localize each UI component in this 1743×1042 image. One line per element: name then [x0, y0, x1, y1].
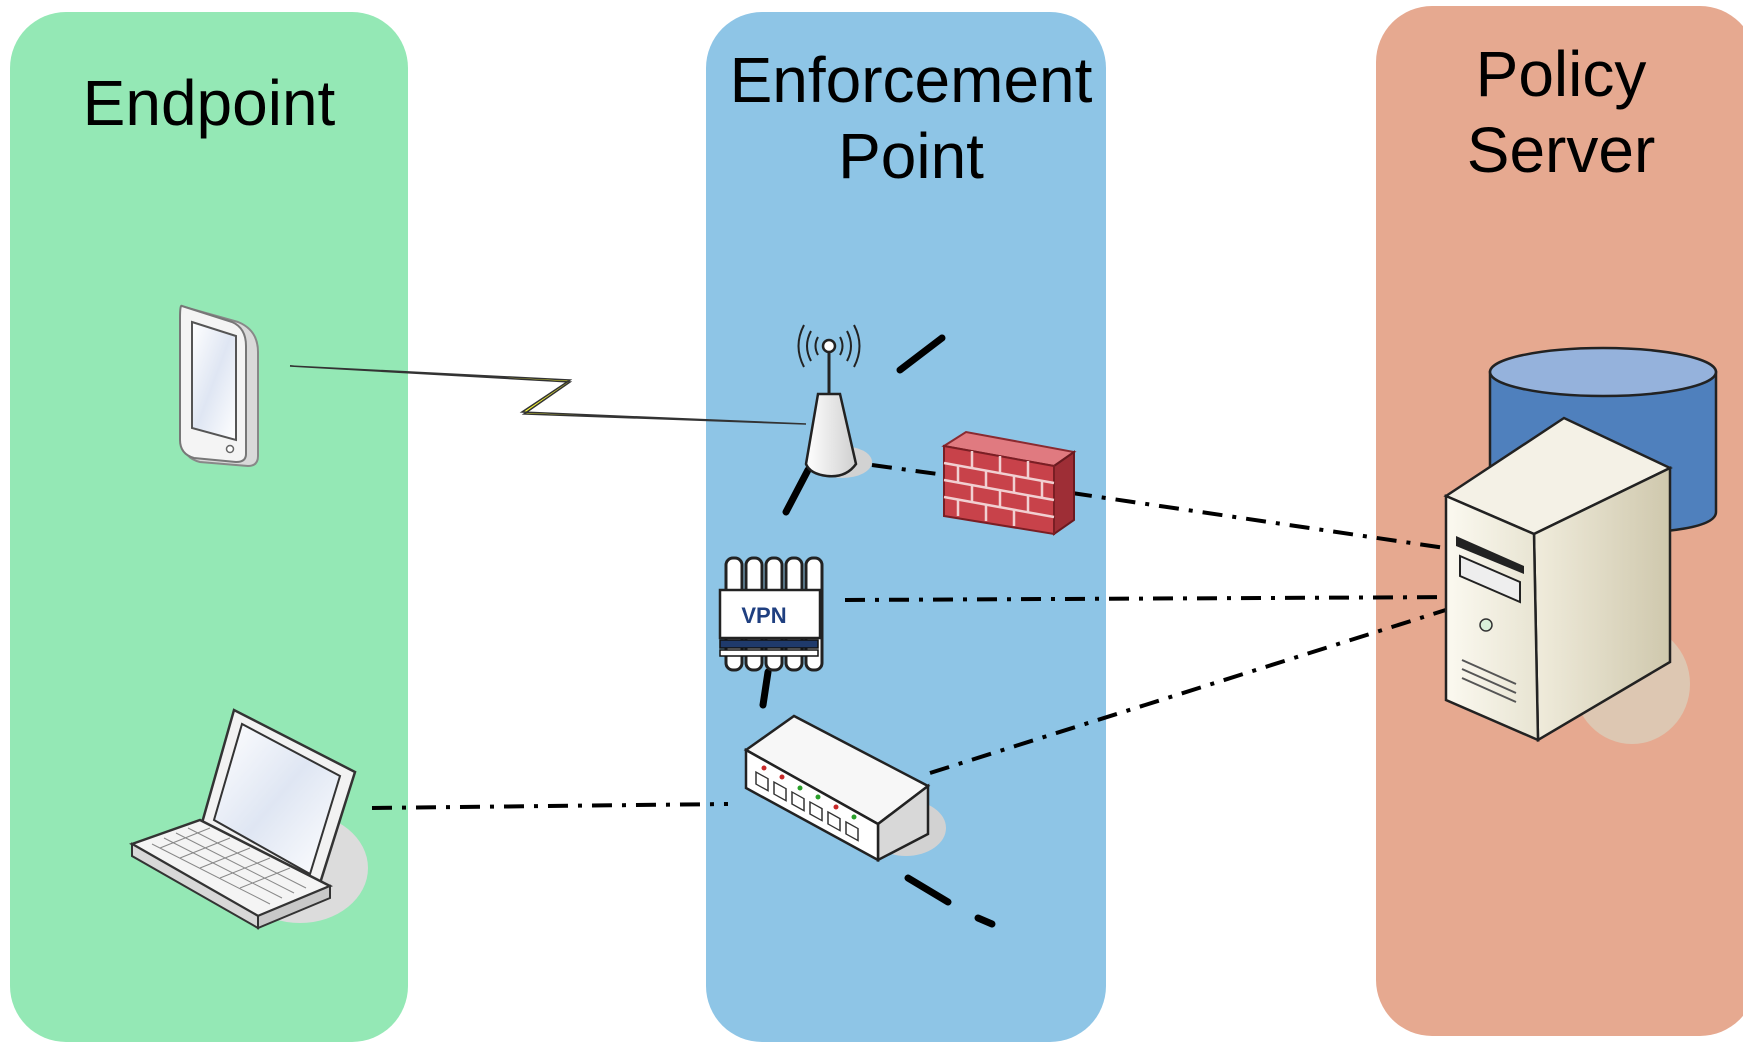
link-firewall-server — [1071, 491, 1446, 550]
backbone-segment — [904, 874, 952, 906]
link-laptop-switch — [371, 802, 729, 810]
wireless-access-point-icon — [797, 324, 872, 478]
network-backbone — [759, 334, 996, 928]
enforcement-title-line1: Enforcement — [729, 44, 1093, 116]
link-switch-server — [929, 606, 1453, 775]
vpn-concentrator-icon: VPN — [718, 556, 824, 672]
connection-lines — [371, 463, 1473, 810]
policy-title-line1: Policy — [1475, 38, 1647, 110]
vpn-label: VPN — [741, 603, 786, 628]
endpoint-title-line1: Endpoint — [82, 67, 336, 139]
network-switch-icon — [743, 714, 946, 863]
link-ap-firewall — [871, 463, 946, 477]
endpoint-title: Endpoint — [10, 65, 408, 141]
laptop-icon — [129, 708, 368, 930]
backbone-segment — [759, 668, 772, 709]
link-vpn-server — [844, 595, 1473, 602]
tablet-icon — [179, 304, 259, 468]
enforcement-point-title: Enforcement Point — [706, 42, 1116, 194]
network-diagram: VPN — [129, 304, 1718, 930]
server-tower-icon — [1443, 416, 1690, 744]
enforcement-title-line2: Point — [838, 120, 984, 192]
backbone-segment — [974, 914, 996, 928]
backbone-segment — [782, 466, 812, 516]
backbone-segment — [896, 334, 946, 374]
wireless-link-bolt — [289, 365, 807, 425]
firewall-icon — [941, 430, 1077, 536]
policy-title-line2: Server — [1466, 114, 1656, 186]
policy-server-title: Policy Server — [1376, 36, 1743, 188]
